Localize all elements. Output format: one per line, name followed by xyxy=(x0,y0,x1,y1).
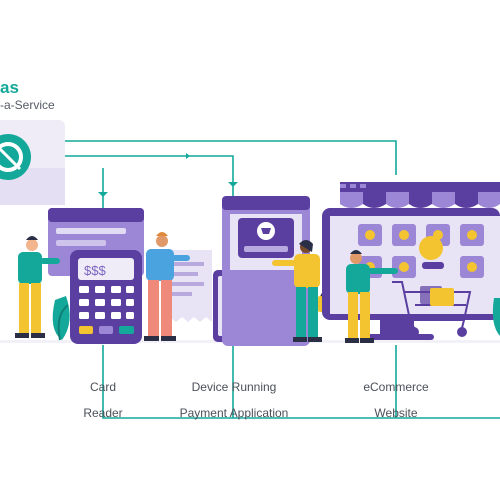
brand-name: as xyxy=(0,78,19,97)
connector-arrows xyxy=(98,153,238,197)
ecommerce-label-line2: Website xyxy=(374,406,418,420)
logo-icon xyxy=(0,134,31,180)
card-reader-device: $$$ xyxy=(70,250,142,344)
brand-tagline: -a-Service xyxy=(0,98,55,112)
product-tiles xyxy=(358,224,484,278)
person-shopper xyxy=(272,240,332,342)
monitor-device xyxy=(222,196,310,346)
ecommerce-label: eCommerce Website xyxy=(346,368,446,420)
featured-product-badge xyxy=(419,236,443,260)
person-left xyxy=(15,236,60,338)
card-reader-label-line1: Card xyxy=(89,380,116,394)
card-reader-screen-text: $$$ xyxy=(84,263,106,278)
person-ecommerce xyxy=(345,250,398,343)
device-label-line2: Payment Application xyxy=(179,406,289,420)
person-middle xyxy=(144,232,190,341)
plant-right xyxy=(492,298,500,336)
card-reader-label: Card Reader xyxy=(62,368,144,420)
ecommerce-label-line1: eCommerce xyxy=(363,380,429,394)
card-reader-label-line2: Reader xyxy=(83,406,123,420)
plant-left xyxy=(52,296,70,341)
receipt xyxy=(165,250,212,322)
device-label-line1: Device Running xyxy=(191,380,277,394)
device-label: Device Running Payment Application xyxy=(168,368,300,420)
